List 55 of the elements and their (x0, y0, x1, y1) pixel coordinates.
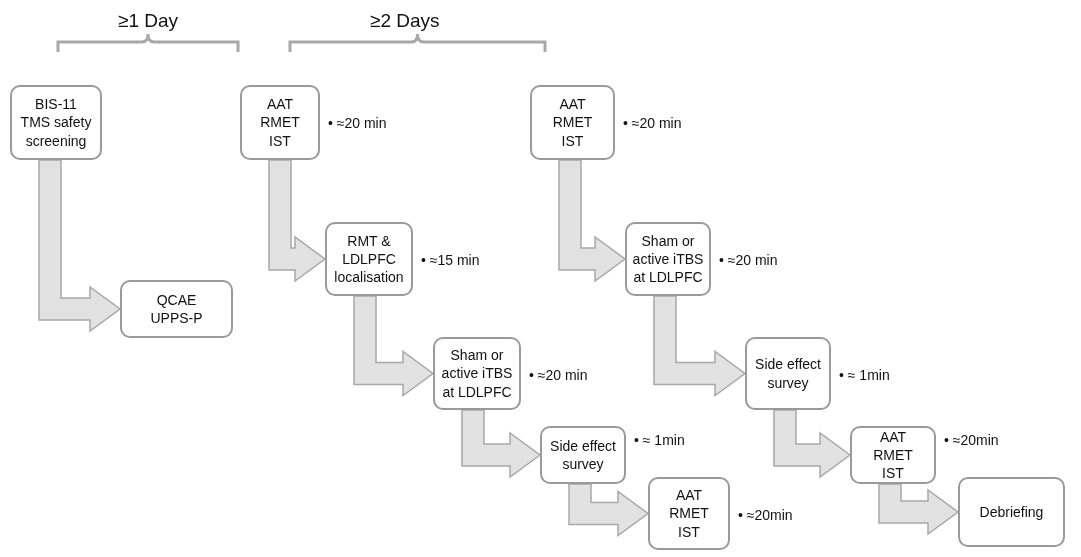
step-text: RMT & (347, 231, 391, 250)
block-arrow (558, 159, 627, 283)
step-text: AAT (266, 95, 294, 114)
block-arrow (461, 409, 542, 479)
step-text: RMET (260, 113, 300, 132)
step-text: AAT (675, 486, 703, 505)
step-text: RMET (873, 445, 913, 465)
step-box (530, 85, 615, 160)
block-arrow (568, 483, 650, 537)
duration-note: • ≈20 min (529, 367, 588, 383)
duration-note: • ≈20 min (328, 115, 387, 131)
step-text: IST (882, 464, 904, 483)
step-box (745, 337, 831, 410)
step-text: Sham or active iTBS at LDLPFC (440, 346, 514, 401)
step-box (240, 85, 320, 160)
block-arrow (878, 483, 960, 536)
duration-note: • ≈20min (944, 432, 999, 448)
block-arrow (353, 295, 435, 397)
step-box (433, 337, 521, 410)
step-box (10, 85, 102, 160)
step-text: QCAE (156, 290, 197, 309)
step-text: LDLPFC localisation (333, 249, 405, 287)
block-arrow (38, 159, 122, 333)
step-text: BIS-11 (35, 95, 77, 114)
step-text: IST (269, 131, 291, 150)
step-text: AAT (879, 427, 907, 446)
block-arrow (653, 295, 747, 397)
step-box (120, 280, 233, 338)
time-label: ≥1 Day (118, 10, 179, 32)
step-text: AAT (559, 95, 586, 114)
duration-note: • ≈20 min (623, 115, 682, 131)
step-text: RMET (669, 504, 709, 523)
step-box (648, 477, 730, 550)
step-text: UPPS-P (150, 309, 203, 328)
duration-note: • ≈20min (738, 507, 793, 523)
step-text: IST (561, 131, 584, 150)
step-text: IST (678, 522, 700, 541)
time-label: ≥2 Days (370, 10, 440, 32)
step-box (850, 426, 936, 484)
step-text: Sham or active iTBS at LDLPFC (631, 231, 705, 287)
duration-note: • ≈15 min (421, 252, 480, 268)
step-box (325, 222, 413, 296)
step-text: Debriefing (979, 502, 1044, 522)
step-text: TMS safety screening (19, 113, 93, 150)
duration-note: • ≈ 1min (634, 432, 685, 448)
block-arrow (268, 159, 327, 283)
step-text: RMET (552, 113, 593, 132)
duration-note: • ≈ 1min (839, 367, 890, 383)
step-box (625, 222, 711, 296)
duration-note: • ≈20 min (719, 252, 778, 268)
step-text: Side effect survey (754, 355, 822, 392)
step-box (958, 477, 1065, 547)
block-arrow (773, 409, 852, 479)
step-text: Side effect survey (549, 436, 617, 474)
step-box (540, 426, 626, 484)
